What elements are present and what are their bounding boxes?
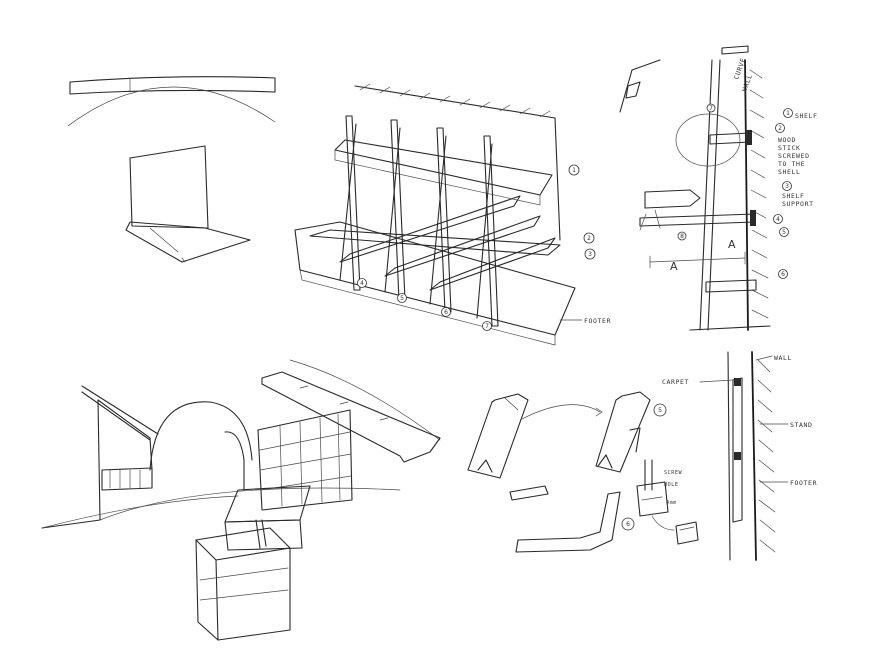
iso-footer-label: FOOTER — [584, 317, 611, 325]
detail-callout-5: 5 — [658, 407, 662, 414]
sketch-detail-parts: 5 6 SCREW HOLE 4mm — [467, 391, 699, 553]
detail-note-1: HOLE — [664, 482, 678, 488]
iso-callout-7: 7 — [485, 323, 489, 330]
wall-label-carpet: CARPET — [662, 378, 689, 386]
elev-label-shelf: SHELF — [795, 112, 818, 120]
elev-dim-a2: A — [728, 238, 736, 251]
sketch-iso-frame: 1 2 3 4 5 6 7 FOOTER — [294, 83, 611, 346]
iso-callout-6: 6 — [444, 309, 448, 316]
sketch-shelf-elevation: A A 1 SHELF 2 WOOD STICK SCREWED TO THE … — [619, 45, 818, 331]
wall-label: WALL — [774, 354, 792, 362]
elev-label-shell: SHELL — [778, 168, 801, 176]
elev-callout-4: 4 — [776, 216, 780, 223]
iso-callout-5: 5 — [400, 295, 404, 302]
detail-note-2: 4mm — [666, 500, 677, 506]
iso-callout-2: 2 — [587, 235, 591, 242]
wall-label-footer: FOOTER — [790, 479, 817, 487]
elev-callout-3: 3 — [785, 183, 789, 190]
elev-label-wood: WOOD — [778, 136, 796, 144]
elev-label-shelf2: SHELF — [782, 192, 805, 200]
elev-callout-8: 8 — [680, 233, 684, 240]
sketch-curved-plank — [67, 76, 276, 127]
wall-label-stand: STAND — [790, 421, 813, 429]
sketch-folded-board — [125, 145, 251, 263]
elev-callout-2: 2 — [778, 125, 782, 132]
detail-note-0: SCREW — [664, 470, 682, 476]
elev-wall-note-2: WALL — [740, 73, 754, 93]
elev-callout-7: 7 — [709, 105, 713, 112]
elev-dim-a1: A — [670, 260, 678, 273]
elev-callout-6: 6 — [781, 271, 785, 278]
elev-label-to-the: TO THE — [778, 160, 805, 168]
elev-label-support: SUPPORT — [782, 200, 814, 208]
elev-callout-1: 1 — [786, 110, 790, 117]
iso-frame-legs — [339, 115, 499, 327]
detail-callout-6: 6 — [626, 521, 630, 528]
iso-callout-4: 4 — [360, 280, 364, 287]
iso-callout-1: 1 — [572, 167, 576, 174]
elev-label-screwed: SCREWED — [778, 152, 810, 160]
iso-callout-3: 3 — [588, 251, 592, 258]
elev-callout-5: 5 — [782, 229, 786, 236]
sketch-wall-section: WALL CARPET STAND FOOTER — [662, 351, 817, 561]
elev-label-stick: STICK — [778, 144, 801, 152]
sketch-interior-perspective — [41, 359, 441, 641]
